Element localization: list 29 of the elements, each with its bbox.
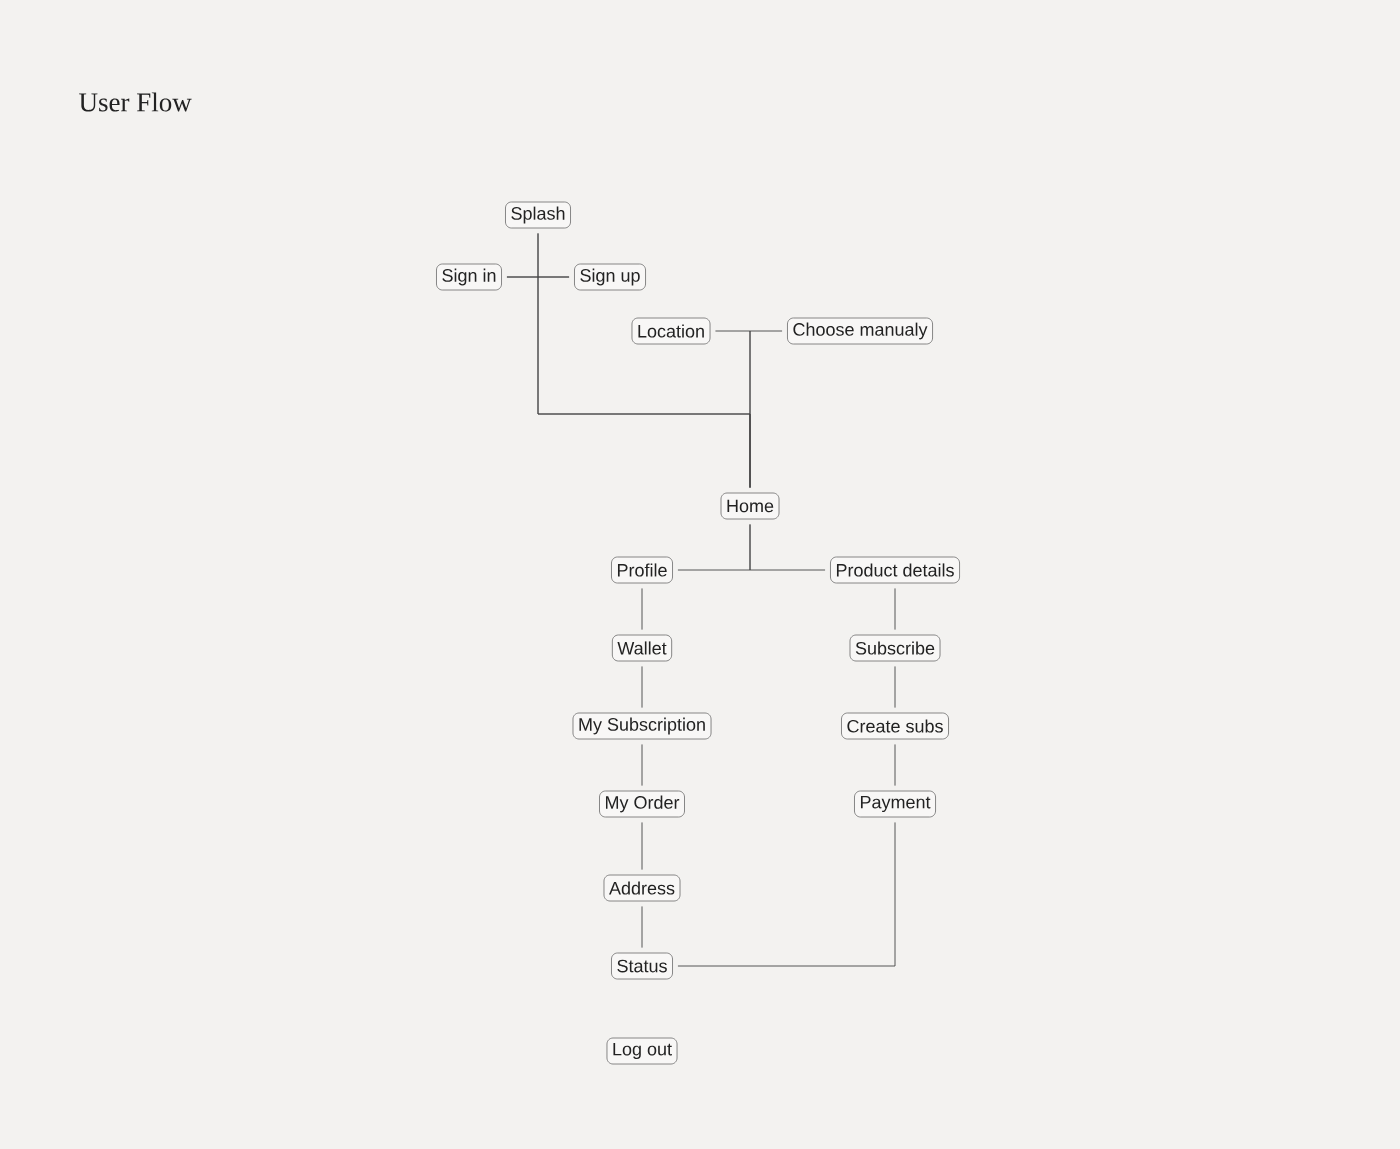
connector-line bbox=[894, 665, 896, 709]
screen-box: Status bbox=[611, 952, 673, 980]
screen-box: Sign up bbox=[574, 263, 646, 291]
connector-line bbox=[677, 821, 896, 967]
screen-box: Sign in bbox=[436, 263, 502, 291]
screen-box: Wallet bbox=[611, 634, 673, 662]
screen-box: Create subs bbox=[841, 712, 949, 740]
screen-box: Product details bbox=[830, 556, 960, 584]
screen-box: Log out bbox=[606, 1037, 678, 1065]
screen-box: Address bbox=[603, 874, 681, 902]
connector-line bbox=[894, 587, 896, 631]
connector-line bbox=[749, 523, 826, 571]
connector-line bbox=[641, 905, 643, 949]
screen-box: Splash bbox=[505, 201, 571, 229]
connector-line bbox=[894, 743, 896, 787]
screen-box: Subscribe bbox=[849, 634, 941, 662]
screen-box: Home bbox=[720, 492, 780, 520]
screen-box: Location bbox=[631, 317, 711, 345]
connector-line bbox=[641, 821, 643, 871]
connector-line bbox=[641, 743, 643, 787]
screen-box: Profile bbox=[611, 556, 673, 584]
screen-box: My Order bbox=[599, 790, 685, 818]
screen-box: Choose manualy bbox=[787, 317, 933, 345]
connector-line bbox=[749, 330, 783, 489]
screen-box: My Subscription bbox=[572, 712, 712, 740]
connector-line bbox=[641, 665, 643, 709]
connector-line bbox=[641, 587, 643, 631]
screen-box: Payment bbox=[854, 790, 936, 818]
title: User Flow bbox=[79, 92, 192, 112]
